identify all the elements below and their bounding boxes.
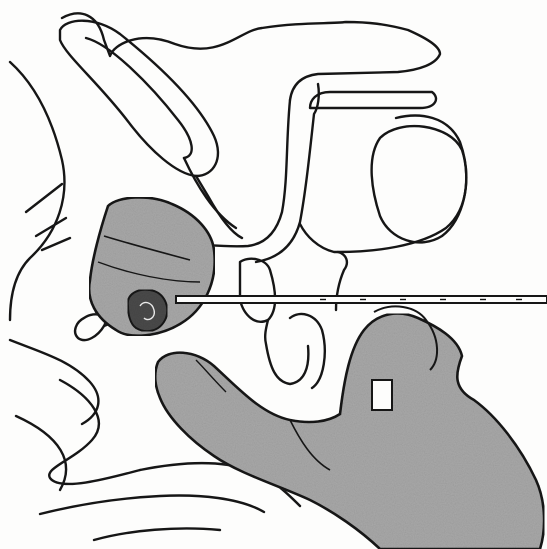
- hand-knuckle: [372, 380, 392, 410]
- oval-structure: [372, 126, 467, 242]
- lower-left-contour-2: [49, 380, 140, 484]
- bladder-outline: [60, 21, 218, 176]
- rectum-lower-curve: [256, 84, 319, 262]
- bladder-inner-wall: [86, 38, 192, 158]
- biopsy-needle: [176, 296, 547, 303]
- examining-hand: [155, 306, 544, 549]
- prostate-gland: [89, 197, 215, 335]
- right-loop-outer: [310, 92, 436, 108]
- small-gland-right: [265, 320, 308, 384]
- lower-contour-4: [40, 496, 264, 514]
- lower-contour-3: [16, 416, 66, 490]
- lower-contour-5: [94, 528, 220, 540]
- lower-left-contour-1: [10, 340, 98, 424]
- lesion-mass: [128, 290, 167, 332]
- left-edge-contour-1: [10, 62, 64, 320]
- small-gland-left: [240, 259, 275, 322]
